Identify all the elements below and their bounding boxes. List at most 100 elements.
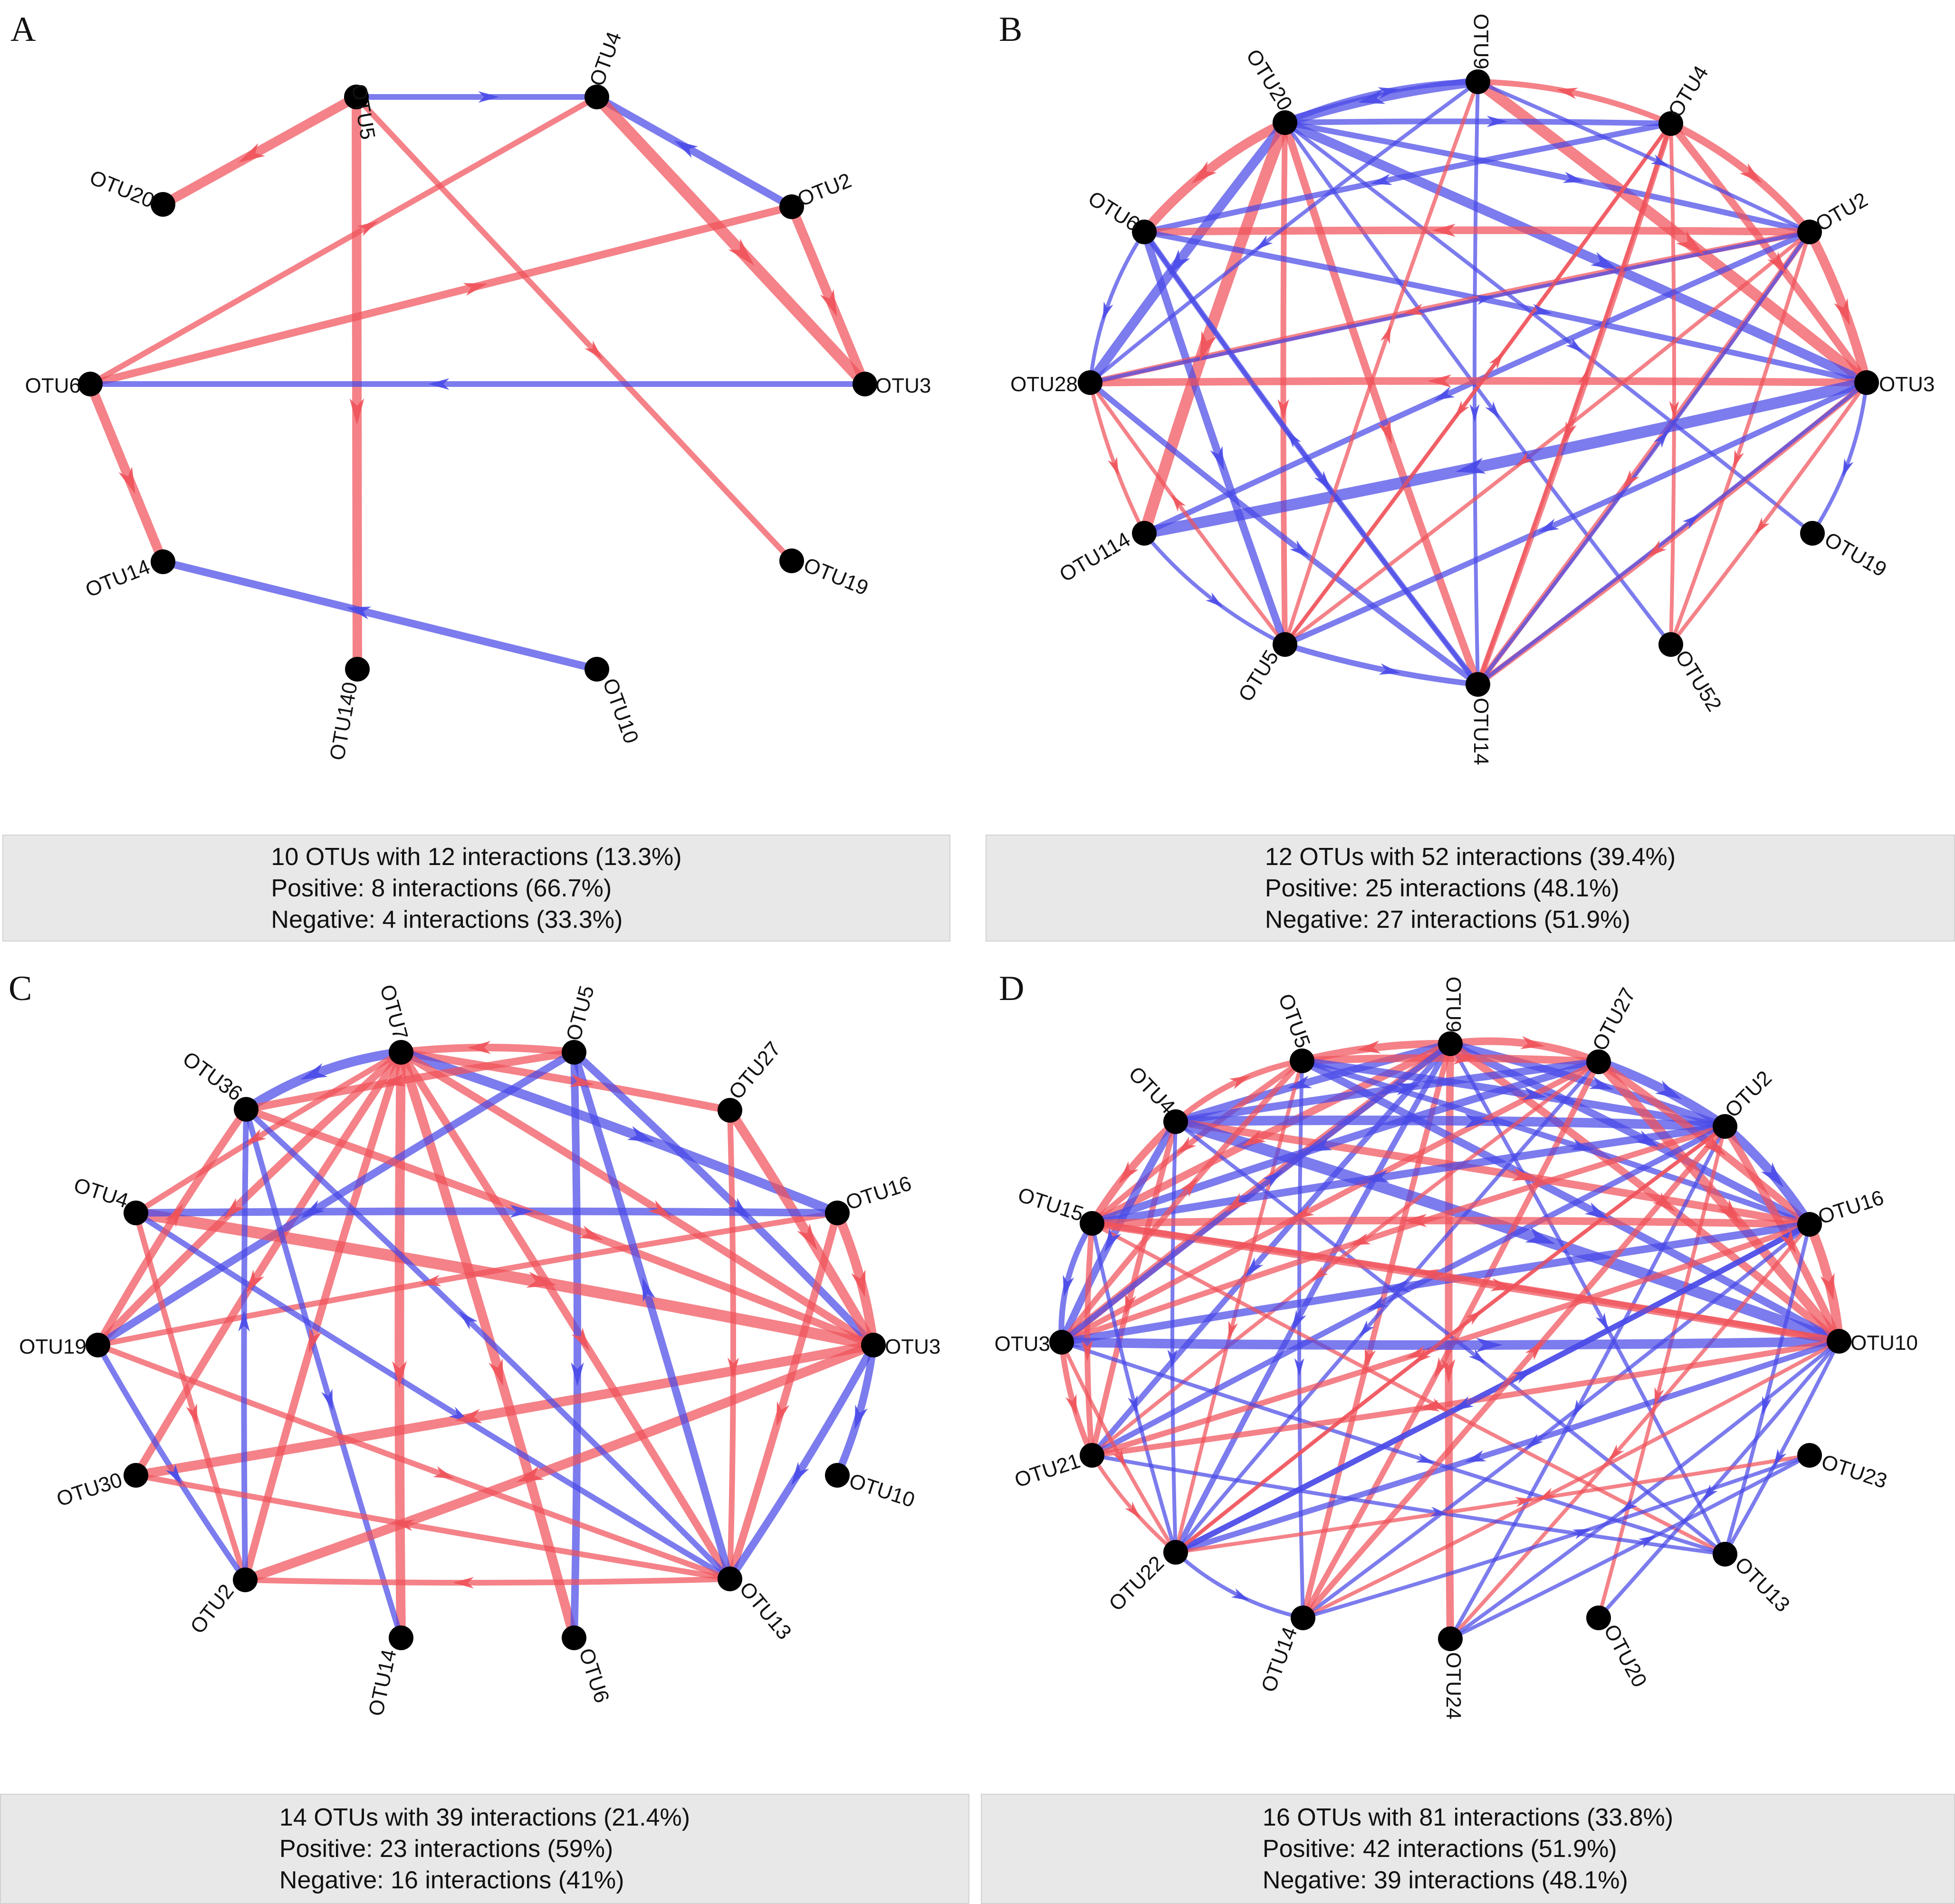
edge-OTU2-OTU15: [1088, 1123, 1729, 1227]
arrow-OTU4-OTU22: [1167, 1349, 1178, 1368]
node-OTU27: OTU27: [718, 1037, 786, 1123]
edge-OTU114-OTU5: [1142, 531, 1287, 646]
arrow-OTU22-OTU2: [1466, 1310, 1483, 1325]
node-OTU14: OTU14: [1257, 1606, 1315, 1695]
arrow-OTU13-OTU2: [453, 1577, 474, 1589]
edge-OTU5-OTU36: [242, 1048, 578, 1113]
edges: [1057, 1037, 1845, 1643]
edge-OTU10-OTU22: [1173, 1338, 1842, 1555]
node-OTU22: OTU22: [1104, 1540, 1188, 1616]
arrow-OTU9-OTU15: [1242, 1130, 1266, 1147]
node-label: OTU3: [995, 1332, 1050, 1356]
node-OTU52: OTU52: [1658, 632, 1726, 716]
edge-OTU3-OTU52: [1669, 381, 1869, 646]
node-OTU16: OTU16: [825, 1172, 914, 1225]
node-OTU16: OTU16: [1797, 1186, 1887, 1237]
edge-OTU5-OTU14: [1282, 642, 1481, 687]
arrow-OTU27-OTU10: [1718, 1199, 1741, 1225]
node-dot: [1273, 632, 1297, 657]
edge-OTU16-OTU13: [726, 1209, 841, 1583]
summary-box-d: 16 OTUs with 81 interactions (33.8%) Pos…: [981, 1794, 1955, 1904]
node-dot: [1290, 1048, 1314, 1073]
edge-OTU3-OTU10: [1057, 1337, 1844, 1350]
node-label: OTU2: [186, 1580, 239, 1638]
edge-OTU5-OTU4: [1283, 122, 1673, 646]
edge-OTU22-OTU23: [1174, 1453, 1811, 1554]
arrow-OTU9-OTU2: [1650, 154, 1669, 167]
arrow-OTU28-OTU114: [1107, 457, 1119, 476]
arrow-OTU27-OTU16: [1703, 1136, 1726, 1156]
edge-OTU10-OTU15: [1089, 1221, 1842, 1344]
edge-OTU20-OTU6: [1140, 118, 1290, 237]
arrow-OTU3-OTU19: [1842, 458, 1854, 477]
node-dot: [562, 1625, 586, 1650]
arrow-OTU114-OTU5: [1206, 592, 1223, 607]
arrow-OTU4-OTU16: [1512, 1168, 1536, 1181]
node-label: OTU10: [1850, 1331, 1918, 1355]
edge-OTU3-OTU9: [1059, 1041, 1453, 1345]
arrow-OTU10-OTU20: [1702, 1484, 1718, 1501]
arrows: [1063, 1036, 1835, 1601]
arrow-OTU4-OTU2: [1739, 163, 1763, 183]
arrow-OTU27-OTU22: [1359, 1320, 1375, 1337]
arrow-OTU3-OTU14: [1646, 540, 1667, 558]
arrow-OTU2-OTU16: [1761, 1162, 1784, 1188]
node-label: OTU14: [1469, 698, 1493, 765]
edge-OTU7-OTU27: [397, 1048, 734, 1114]
edge-OTU13-OTU36: [243, 1106, 733, 1582]
arrow-OTU22-OTU23: [1514, 1497, 1534, 1507]
edge-OTU6-OTU28: [1088, 230, 1146, 385]
arrow-OTU3-OTU52: [1754, 517, 1770, 535]
edge-OTU22-OTU16: [1173, 1221, 1812, 1555]
edge-OTU4-OTU2: [1171, 1115, 1730, 1131]
arrow-OTU16-OTU21: [1406, 1346, 1428, 1358]
arrow-OTU20-OTU52: [1485, 401, 1500, 419]
edge-OTU13-OTU5: [570, 1048, 734, 1583]
arrow-OTU4-OTU10: [1525, 1227, 1556, 1244]
edge-OTU5-OTU2: [1298, 1057, 1729, 1130]
node-OTU3: OTU3: [861, 1333, 940, 1358]
arrow-OTU4-OTU5: [1454, 401, 1469, 419]
arrow-OTU19-OTU36: [164, 1203, 183, 1227]
node-OTU36: OTU36: [178, 1047, 259, 1122]
node-dot: [389, 1625, 413, 1650]
node-OTU140: OTU140: [326, 657, 370, 762]
node-OTU4: OTU4: [1124, 1062, 1188, 1134]
arrow-OTU4-OTU14: [1564, 421, 1577, 443]
arrow-OTU13-OTU5: [642, 1277, 656, 1302]
node-dot: [1080, 1211, 1104, 1236]
node-label: OTU27: [1588, 984, 1640, 1054]
node-OTU19: OTU19: [779, 548, 872, 600]
arrow-OTU20-OTU4: [1486, 115, 1508, 127]
node-label: OTU9: [1442, 977, 1465, 1032]
summary-negative: Negative: 16 interactions (41%): [279, 1866, 624, 1894]
node-dot: [124, 1463, 148, 1488]
edge-OTU3-OTU13: [726, 1341, 877, 1583]
node-OTU14: OTU14: [364, 1625, 413, 1718]
edge-OTU10-OTU14: [159, 558, 601, 673]
node-OTU24: OTU24: [1438, 1626, 1465, 1720]
node-dot: [345, 657, 370, 682]
arrow-OTU10-OTU21: [1418, 1400, 1440, 1412]
edge-OTU9-OTU27: [1447, 1037, 1602, 1066]
edge-OTU36-OTU14: [243, 1106, 404, 1641]
node-label: OTU20: [1599, 1621, 1651, 1691]
edge-OTU19-OTU13: [95, 1342, 733, 1582]
arrow-OTU3-OTU5: [1538, 519, 1560, 533]
edge-OTU4-OTU16: [1172, 1118, 1813, 1228]
node-OTU6: OTU6: [562, 1625, 613, 1706]
edge-OTU6-OTU4: [87, 94, 600, 387]
edge-OTU10-OTU13: [1723, 1339, 1841, 1556]
arrow-OTU4-OTU3: [526, 1271, 557, 1288]
node-dot: [1797, 1212, 1822, 1237]
arrow-OTU10-OTU13: [1773, 1449, 1787, 1467]
arrow-OTU10-OTU24: [1620, 1498, 1638, 1513]
edge-OTU6-OTU14: [86, 379, 168, 567]
edge-OTU27-OTU21: [1090, 1060, 1600, 1457]
node-label: OTU14: [82, 555, 153, 602]
edge-OTU2-OTU3: [1059, 1124, 1728, 1345]
arrow-OTU36-OTU14: [321, 1389, 333, 1411]
edge-OTU3-OTU10: [834, 1341, 877, 1479]
arrow-OTU19-OTU13: [433, 1466, 455, 1479]
